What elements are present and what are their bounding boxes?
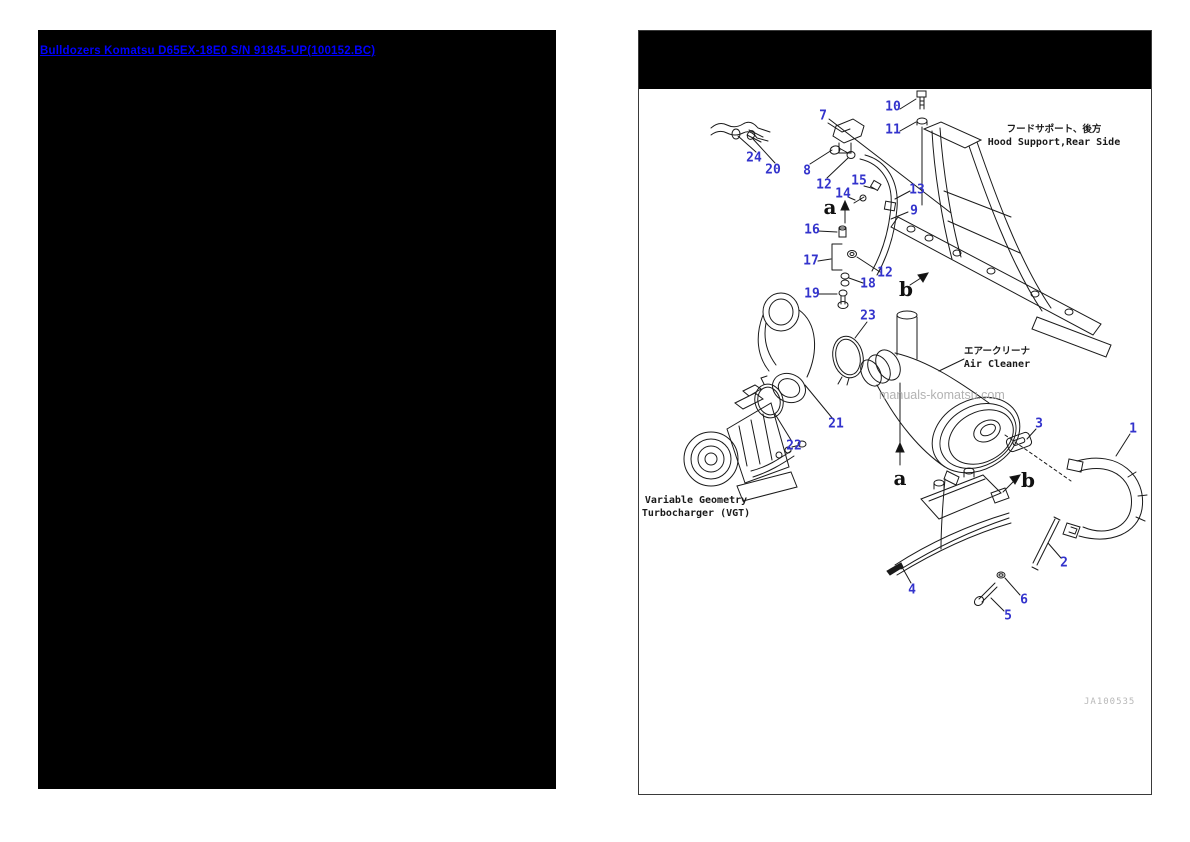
section-letter-b: b	[1021, 468, 1035, 492]
callout-16: 16	[804, 222, 820, 238]
hood-support-label: フードサポート、後方 Hood Support,Rear Side	[969, 123, 1139, 149]
hood-support-label-jp: フードサポート、後方	[1006, 124, 1102, 135]
turbocharger-label-line2: Turbocharger (VGT)	[641, 508, 751, 519]
callout-8: 8	[803, 163, 811, 179]
section-letter-a: a	[823, 195, 837, 219]
blank-image-panel	[38, 30, 556, 789]
figure-id-text: JA100535	[1084, 697, 1136, 707]
callout-12: 12	[877, 265, 893, 281]
callout-18: 18	[860, 276, 876, 292]
callout-9: 9	[910, 203, 918, 219]
catalog-link[interactable]: Bulldozers Komatsu D65EX-18E0 S/N 91845-…	[40, 45, 376, 57]
parts-diagram: フードサポート、後方 Hood Support,Rear Side エアークリー…	[639, 31, 1153, 796]
air-cleaner-label-en: Air Cleaner	[963, 359, 1031, 370]
callout-7: 7	[819, 108, 827, 124]
callout-22: 22	[786, 438, 802, 454]
watermark-text: manuals-komatsu.com	[879, 388, 1005, 402]
diagram-line-art	[683, 90, 1148, 612]
callout-19: 19	[804, 286, 820, 302]
callout-6: 6	[1020, 592, 1028, 608]
page-header-bar	[639, 31, 1151, 89]
hood-support-label-en: Hood Support,Rear Side	[987, 137, 1121, 148]
callout-17: 17	[803, 253, 819, 269]
callout-23: 23	[860, 308, 876, 324]
section-letter-a: a	[893, 466, 907, 490]
parts-diagram-page: フードサポート、後方 Hood Support,Rear Side エアークリー…	[638, 30, 1152, 795]
air-cleaner-label: エアークリーナ Air Cleaner	[937, 345, 1057, 371]
callout-20: 20	[765, 162, 781, 178]
callout-13: 13	[909, 182, 925, 198]
air-cleaner-label-jp: エアークリーナ	[964, 346, 1030, 357]
callout-3: 3	[1035, 416, 1043, 432]
callout-4: 4	[908, 582, 916, 598]
turbocharger-label-line1: Variable Geometry	[644, 495, 748, 506]
section-letter-b: b	[899, 277, 913, 301]
callout-21: 21	[828, 416, 844, 432]
turbocharger-label: Variable Geometry Turbocharger (VGT)	[641, 494, 751, 520]
callout-2: 2	[1060, 555, 1068, 571]
callout-11: 11	[885, 122, 901, 138]
callout-1: 1	[1129, 421, 1137, 437]
callout-12: 12	[816, 177, 832, 193]
callout-24: 24	[746, 150, 762, 166]
callout-5: 5	[1004, 608, 1012, 624]
callout-10: 10	[885, 99, 901, 115]
callout-15: 15	[851, 173, 867, 189]
callout-14: 14	[835, 186, 851, 202]
